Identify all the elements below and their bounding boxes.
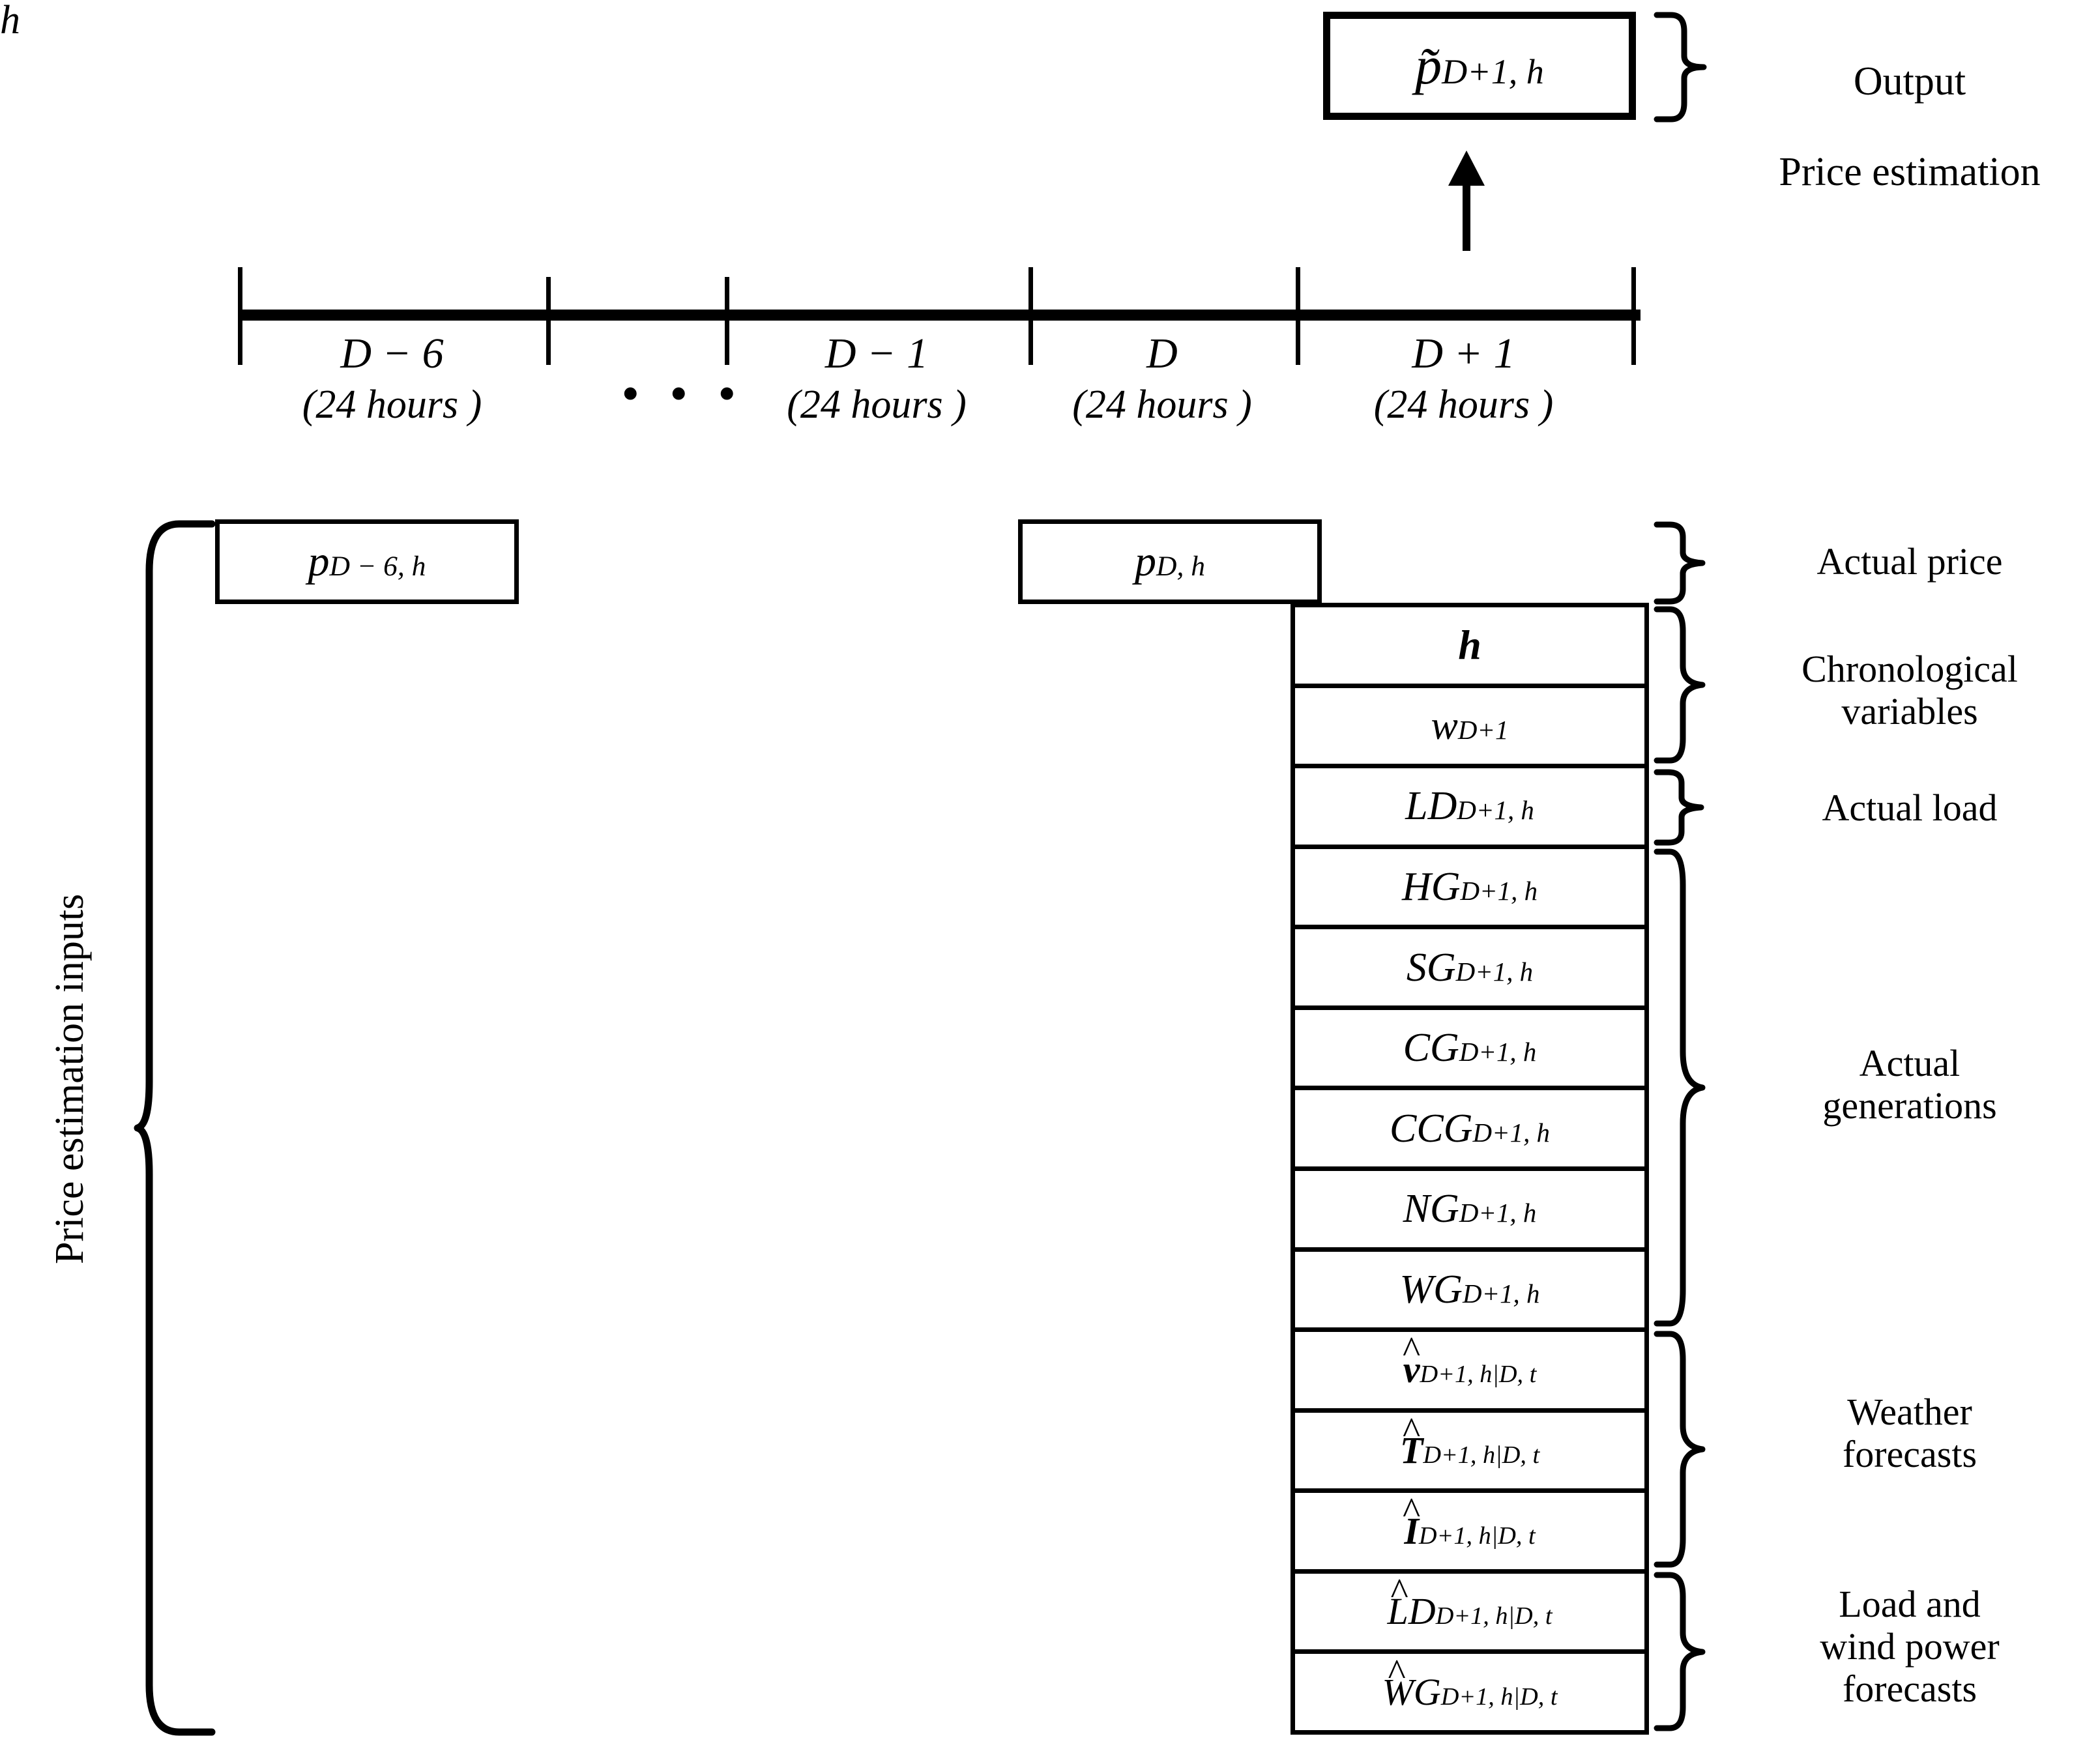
input-box-wg-d-1-h: WGD+1, h	[1291, 1247, 1649, 1333]
timeline-tick-5	[1631, 267, 1636, 365]
input-box-t-d-1-h-d-t: T^D+1, h|D, t	[1291, 1408, 1649, 1494]
timeline-segment-name-3: D + 1	[1412, 330, 1515, 377]
input-box-ld-d-1-h-d-t: LD^D+1, h|D, t	[1291, 1568, 1649, 1655]
timeline-segment-name-0: D − 6	[340, 330, 444, 377]
group-label-chronological-variables: Chronological variables	[1801, 648, 2018, 732]
timeline-segment-hours-3: (24 hours )	[1373, 383, 1554, 427]
input-box-sg-d-1-h: SGD+1, h	[1291, 925, 1649, 1010]
input-box-formula: T^D+1, h|D, t	[1399, 1409, 1540, 1471]
brace-actual-load	[1654, 769, 1704, 846]
brace-weather-forecasts	[1654, 1331, 1706, 1568]
timeline-tick-0	[238, 267, 242, 365]
arrow-up-to-output	[1448, 151, 1485, 251]
price-box-d-minus-6: pD − 6, h	[215, 519, 519, 604]
arrow-hour-label: h	[0, 0, 20, 42]
input-box-wg-d-1-h-d-t: WG^D+1, h|D, t	[1291, 1649, 1649, 1735]
brace-price-estimation-inputs	[134, 520, 216, 1736]
brace-chronological-variables	[1654, 606, 1706, 764]
timeline-tick-4	[1296, 267, 1300, 365]
timeline-segment-name-2: D	[1146, 330, 1178, 377]
input-box-formula: v^D+1, h|D, t	[1403, 1329, 1537, 1391]
input-box-formula: LD^D+1, h|D, t	[1387, 1570, 1553, 1633]
input-box-hg-d-1-h: HGD+1, h	[1291, 844, 1649, 930]
input-box-formula: I^D+1, h|D, t	[1402, 1490, 1536, 1552]
group-label-actual-price: Actual price	[1816, 540, 2003, 583]
input-box-formula: WGD+1, h	[1399, 1267, 1540, 1312]
output-price-estimation-box: p̃D+1, h	[1323, 12, 1636, 120]
input-box-ld-d-1-h: LDD+1, h	[1291, 764, 1649, 849]
input-box-formula: LDD+1, h	[1405, 784, 1534, 829]
input-box-formula: WG^D+1, h|D, t	[1382, 1651, 1558, 1713]
input-box-v-d-1-h-d-t: v^D+1, h|D, t	[1291, 1327, 1649, 1413]
price-box-d-formula: pD, h	[1135, 538, 1205, 585]
price-box-d-minus-6-formula: pD − 6, h	[308, 538, 426, 585]
timeline-tick-1	[546, 277, 551, 365]
input-box-formula: HGD+1, h	[1401, 864, 1538, 909]
timeline-axis	[238, 310, 1641, 321]
timeline-segment-hours-0: (24 hours )	[302, 383, 482, 427]
timeline-tick-2	[725, 277, 729, 365]
input-box-formula: wD+1	[1431, 703, 1509, 748]
input-box-formula: NGD+1, h	[1403, 1187, 1537, 1232]
price-estimation-inputs-label: Price estimation inputs	[48, 893, 92, 1264]
timeline-segment-hours-1: (24 hours )	[787, 383, 967, 427]
timeline-segment-hours-2: (24 hours )	[1072, 383, 1252, 427]
group-label-weather-forecasts: Weather forecasts	[1842, 1391, 1977, 1475]
input-box-formula: CGD+1, h	[1403, 1026, 1537, 1071]
input-box-formula: CCGD+1, h	[1390, 1106, 1550, 1151]
timeline-ellipsis: • • •	[622, 369, 746, 419]
input-box-ccg-d-1-h: CCGD+1, h	[1291, 1086, 1649, 1171]
timeline-segment-name-1: D − 1	[824, 330, 929, 377]
group-label-actual-generations: Actual generations	[1822, 1042, 1997, 1127]
output-box-formula: p̃D+1, h	[1415, 36, 1544, 95]
brace-actual-price	[1654, 521, 1706, 605]
input-box-formula: SGD+1, h	[1406, 945, 1534, 990]
input-box-w-d-1: wD+1	[1291, 683, 1649, 769]
input-box-h: h	[1291, 603, 1649, 688]
input-box-formula: h	[1458, 622, 1481, 669]
timeline-tick-3	[1028, 267, 1033, 365]
brace-output	[1654, 12, 1707, 123]
output-caption: Output Price estimation	[1779, 59, 2041, 195]
price-box-d: pD, h	[1018, 519, 1322, 604]
group-label-actual-load: Actual load	[1822, 787, 1998, 829]
input-box-i-d-1-h-d-t: I^D+1, h|D, t	[1291, 1488, 1649, 1574]
input-box-cg-d-1-h: CGD+1, h	[1291, 1005, 1649, 1091]
group-label-load-wind-power-forecasts: Load and wind power forecasts	[1820, 1583, 2000, 1710]
brace-load-wind-power-forecasts	[1654, 1572, 1706, 1731]
input-box-ng-d-1-h: NGD+1, h	[1291, 1166, 1649, 1252]
brace-actual-generations	[1654, 848, 1706, 1327]
